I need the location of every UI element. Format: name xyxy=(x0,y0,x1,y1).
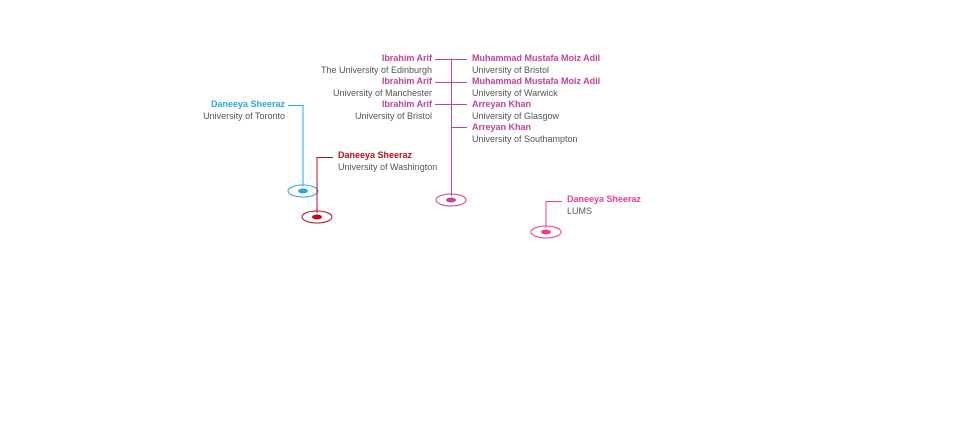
institution: University of Glasgow xyxy=(472,110,560,121)
washington-marker xyxy=(301,210,333,224)
label-toronto: Daneeya Sheeraz University of Toronto xyxy=(203,99,285,122)
label-lums: Daneeya Sheeraz LUMS xyxy=(567,194,641,217)
person-name: Arreyan Khan xyxy=(472,99,532,109)
uk-marker-dot xyxy=(446,197,456,203)
label-washington: Daneeya Sheeraz University of Washington xyxy=(338,150,437,173)
uk-right-labels: Muhammad Mustafa Moiz Adil University of… xyxy=(472,53,600,145)
toronto-leader-line xyxy=(288,105,304,186)
person-name: Ibrahim Arif xyxy=(381,53,432,63)
person-name: Muhammad Mustafa Moiz Adil xyxy=(472,76,601,86)
institution: LUMS xyxy=(567,205,593,216)
person-name: Arreyan Khan xyxy=(472,122,532,132)
institution: University of Manchester xyxy=(332,87,432,98)
institution: University of Southampton xyxy=(472,133,578,144)
person-name: Ibrahim Arif xyxy=(381,76,432,86)
toronto-marker-dot xyxy=(298,188,308,194)
washington-leader-line xyxy=(316,157,333,213)
uk-left-labels: Ibrahim Arif The University of Edinburgh… xyxy=(321,53,432,122)
lums-marker-dot xyxy=(541,229,551,235)
toronto-marker xyxy=(287,184,319,198)
person-name: Daneeya Sheeraz xyxy=(567,194,642,204)
institution: University of Bristol xyxy=(472,64,550,75)
lums-leader-line xyxy=(545,201,562,228)
washington-marker-dot xyxy=(312,214,322,220)
person-name: Daneeya Sheeraz xyxy=(210,99,285,109)
institution: University of Toronto xyxy=(203,110,285,121)
institution: University of Warwick xyxy=(472,87,558,98)
uk-marker xyxy=(435,193,467,207)
institution: The University of Edinburgh xyxy=(320,64,432,75)
person-name: Ibrahim Arif xyxy=(381,99,432,109)
lums-marker xyxy=(530,225,562,239)
person-name: Muhammad Mustafa Moiz Adil xyxy=(472,53,601,63)
institution: University of Bristol xyxy=(354,110,432,121)
institution: University of Washington xyxy=(338,161,438,172)
person-name: Daneeya Sheeraz xyxy=(338,150,413,160)
